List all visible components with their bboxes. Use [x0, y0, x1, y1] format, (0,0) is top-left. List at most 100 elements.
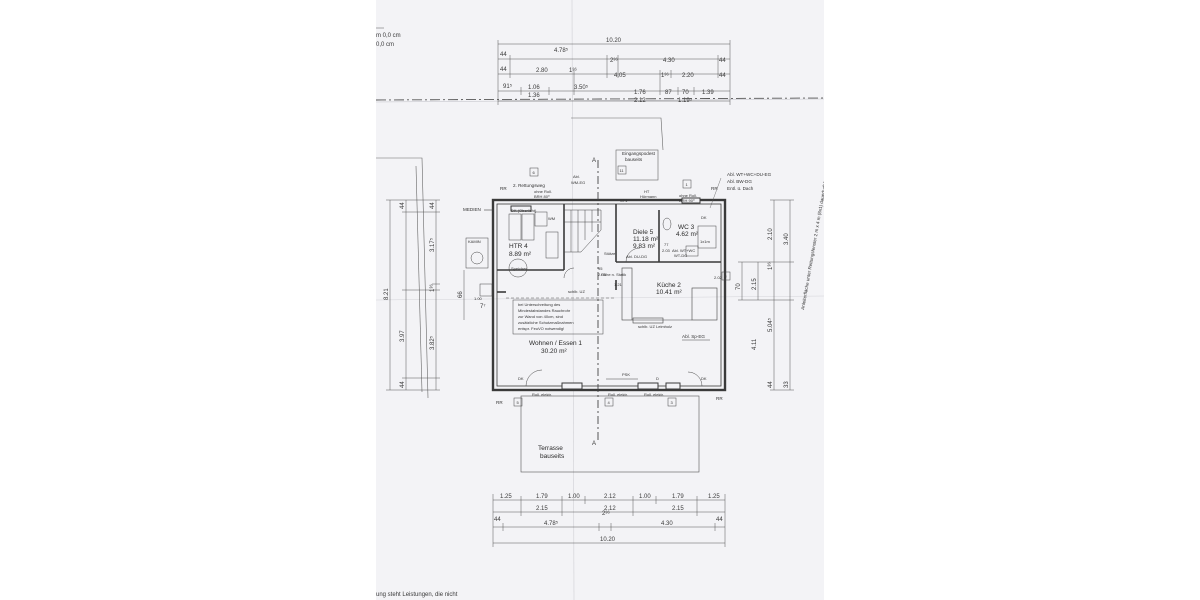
dim-right: 44	[768, 381, 774, 388]
dim-bottom-r1: 1.25	[708, 494, 720, 500]
label-brh-right: BRH 90⁰	[679, 198, 695, 203]
dim-bottom-r1: 1.00	[568, 494, 580, 500]
dim-right: 2.10	[768, 228, 774, 240]
marker-1: 1	[686, 182, 689, 187]
marker-11: 11	[620, 168, 625, 173]
dim-bottom-r1: 1.00	[639, 494, 651, 500]
htr-equipment	[465, 211, 559, 297]
dim-bottom-r3: 2³⁶	[602, 510, 610, 517]
room-kueche-area: 10.41 m²	[656, 289, 682, 296]
label-2-02: 2.02	[714, 275, 723, 280]
dim-top-r3: 2.80	[536, 68, 548, 74]
dim-bottom-r3: 44	[494, 517, 501, 523]
outer-walls	[491, 198, 727, 392]
label-kaminofen: KAMIN	[468, 239, 481, 244]
label-brh-left: BRH 80⁰	[534, 194, 550, 199]
label-abl-wt-2: WT-DG	[674, 253, 687, 258]
right-dimension-lines	[738, 199, 794, 391]
dim-top-r2: 4.30	[663, 58, 675, 64]
note-line-1: bei Unterschreitung des	[518, 302, 560, 307]
dim-top-r5: 2.12	[634, 98, 646, 104]
dim-top-r2: 2³⁶	[610, 57, 618, 64]
dim-bottom-r1: 1.79	[672, 494, 684, 500]
marker-2: 2	[725, 274, 728, 279]
dim-left: 3.82⁵	[429, 335, 436, 350]
label-schlb-uz: schlb. UZ	[568, 289, 585, 294]
dim-top-r4: 1.76	[634, 90, 646, 96]
left-dimension-lines	[386, 199, 465, 391]
room-kueche-name: Küche 2	[657, 282, 681, 289]
dim-bottom-r3: 4.78⁵	[544, 520, 559, 527]
label-speicher: Speicher	[511, 266, 527, 271]
label-rettungsweg: 2. Rettungsweg	[513, 183, 545, 188]
label-abl-wm-2: WM-EG	[571, 180, 585, 185]
label-wand: 1x1m	[700, 239, 710, 244]
dim-bottom-r1: 1.79	[536, 494, 548, 500]
marker-boxes	[513, 165, 731, 407]
label-abl-du: Abl. DU-DG	[626, 254, 647, 259]
dim-left: 1³⁶	[429, 284, 436, 292]
section-line	[376, 97, 824, 101]
dim-right: 1³⁶	[767, 262, 774, 270]
windows-bottom	[510, 197, 701, 390]
terrace-outline	[520, 395, 700, 473]
label-rr-bl: RR	[496, 400, 503, 405]
corner-note-1: m 0,0 cm	[376, 33, 401, 39]
fireplace-note-box	[512, 299, 604, 335]
floor-plan-sheet: m 0,0 cm 0,0 cm 10.20 44 4.78⁵ 2³⁶ 4.30 …	[376, 0, 824, 600]
label-d: D	[656, 376, 659, 381]
label-dk-ob: DK (Oberlicht)	[511, 208, 537, 213]
label-abl-sp: Abl. Sp-EG	[682, 334, 705, 339]
room-htr-name: HTR 4	[509, 243, 528, 250]
kitchen-counters	[621, 267, 718, 324]
dim-left: 7⁷	[480, 303, 486, 310]
label-1-21: 1.21	[614, 282, 623, 287]
label-psk: PSK	[622, 372, 630, 377]
note-line-2: Mindestabstandes Rauchrohr	[518, 308, 571, 313]
dim-left: 66	[458, 291, 464, 298]
label-rr-br: RR	[716, 396, 723, 401]
dim-bottom-r2: 2.12	[604, 506, 616, 512]
label-eingangspodest: Eingangspodest	[622, 151, 656, 156]
label-wm: WM	[548, 216, 555, 221]
dim-top-r4: 70	[682, 90, 689, 96]
label-abl-bw: Abl. BW-DG	[727, 179, 752, 184]
dim-top-r3: 4.05	[614, 73, 626, 79]
room-wc-name: WC 3	[678, 224, 695, 231]
bottom-dimension-lines	[492, 494, 726, 547]
label-hormann: Hörmann	[640, 194, 656, 199]
dim-top-r3: 44	[500, 67, 507, 73]
marker-6: 6	[533, 170, 536, 175]
dim-top-total: 10.20	[606, 38, 622, 44]
label-dk-1: DK	[518, 376, 524, 381]
label-95: 95	[598, 266, 603, 271]
room-diele-name: Diele 5	[633, 229, 654, 236]
section-marker-a-bottom: A	[592, 441, 596, 447]
room-wohnen-name: Wohnen / Essen 1	[529, 340, 582, 347]
room-htr-area: 8.89 m²	[509, 251, 532, 258]
dim-bottom-total: 10.20	[600, 537, 616, 543]
dim-right: 2.15	[752, 278, 758, 290]
label-roll-3: Roll. elektr.	[644, 392, 664, 397]
inner-walls	[497, 204, 721, 293]
dim-top-r4: 1.39	[702, 90, 714, 96]
dim-top-r3: 1³⁶	[661, 72, 669, 79]
dim-right: 70	[736, 283, 742, 290]
stairs	[564, 209, 602, 253]
top-dimension-lines	[497, 40, 731, 105]
dim-left: 3.17⁵	[429, 237, 436, 252]
fold-line	[376, 98, 824, 103]
label-ohne-roll-right: ohne Roll.	[679, 193, 697, 198]
room-diele-area-2: 9.83 m²	[633, 243, 656, 250]
dim-top-r4: 87	[665, 90, 672, 96]
dim-top-r3: 2.20	[682, 73, 694, 79]
label-2-03b: 2.03	[662, 248, 671, 253]
note-line-3: zur Wand von 40cm, sind	[518, 314, 563, 319]
note-line-4: zusätzliche Schutzmaßnahmen	[518, 320, 574, 325]
note-line-5: entspr. FeuVO notwendig!	[518, 326, 564, 331]
label-roll-2: Roll. elektr.	[608, 392, 628, 397]
dim-bottom-r1: 2.12	[604, 494, 616, 500]
section-marker-a-top: A	[592, 158, 596, 164]
label-rr-tl: RR	[500, 186, 507, 191]
dim-left: 44	[400, 202, 406, 209]
